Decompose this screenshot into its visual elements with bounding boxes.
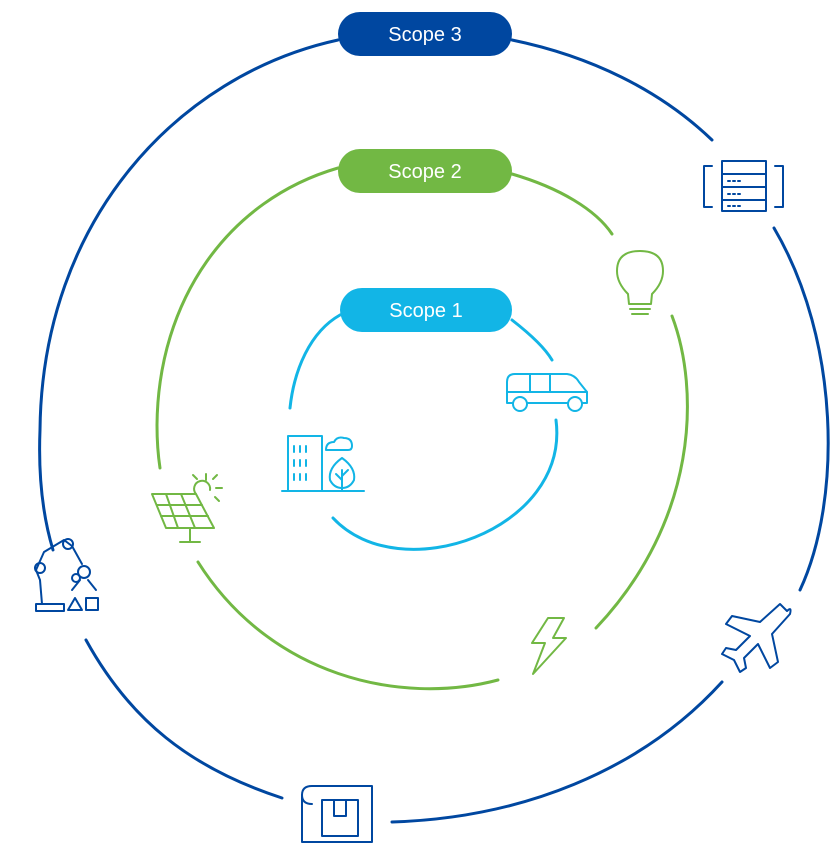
scope-2-arc-bottom [196, 560, 500, 691]
scope-1-ring [288, 313, 559, 551]
scope-1-arc-top-right [510, 318, 554, 362]
scope-3-arc-top-right [510, 38, 714, 142]
light-bulb-icon [616, 250, 664, 315]
lightning-bolt-icon [531, 617, 567, 675]
scope-3-pill-background [338, 12, 512, 56]
scope-3-label: Scope 3 [388, 24, 461, 46]
scope-2-arc-top-left [155, 166, 340, 470]
shipping-box-icon [301, 785, 373, 843]
scope-1-arc-top-left [288, 313, 342, 410]
scope-3-arc-right [772, 226, 830, 592]
scope-2-pill-background [338, 149, 512, 193]
scope-3-ring [38, 38, 830, 824]
robotic-arms-icon [34, 538, 99, 612]
scope-2-ring [155, 166, 689, 691]
scope-1-label: Scope 1 [389, 300, 462, 322]
scope-3-pill: Scope 3 [338, 12, 512, 56]
scope-1-pill: Scope 1 [340, 288, 512, 332]
scope-2-arc-top-right [510, 172, 614, 236]
scope-2-label: Scope 2 [388, 161, 461, 183]
scope-3-arc-top-left [38, 38, 340, 552]
server-rack-icon [703, 160, 784, 212]
scope-2-pill: Scope 2 [338, 149, 512, 193]
scope-3-arc-bottom-left [84, 638, 284, 800]
scope-3-arc-bottom-right [390, 680, 724, 824]
solar-panel-icon [151, 473, 223, 543]
scope-2-arc-right [594, 314, 689, 630]
airplane-icon [721, 603, 792, 673]
scope-1-pill-background [340, 288, 512, 332]
scope-1-arc-bottom [331, 418, 559, 551]
building-with-tree-icon [281, 435, 365, 492]
van-icon [506, 373, 588, 412]
